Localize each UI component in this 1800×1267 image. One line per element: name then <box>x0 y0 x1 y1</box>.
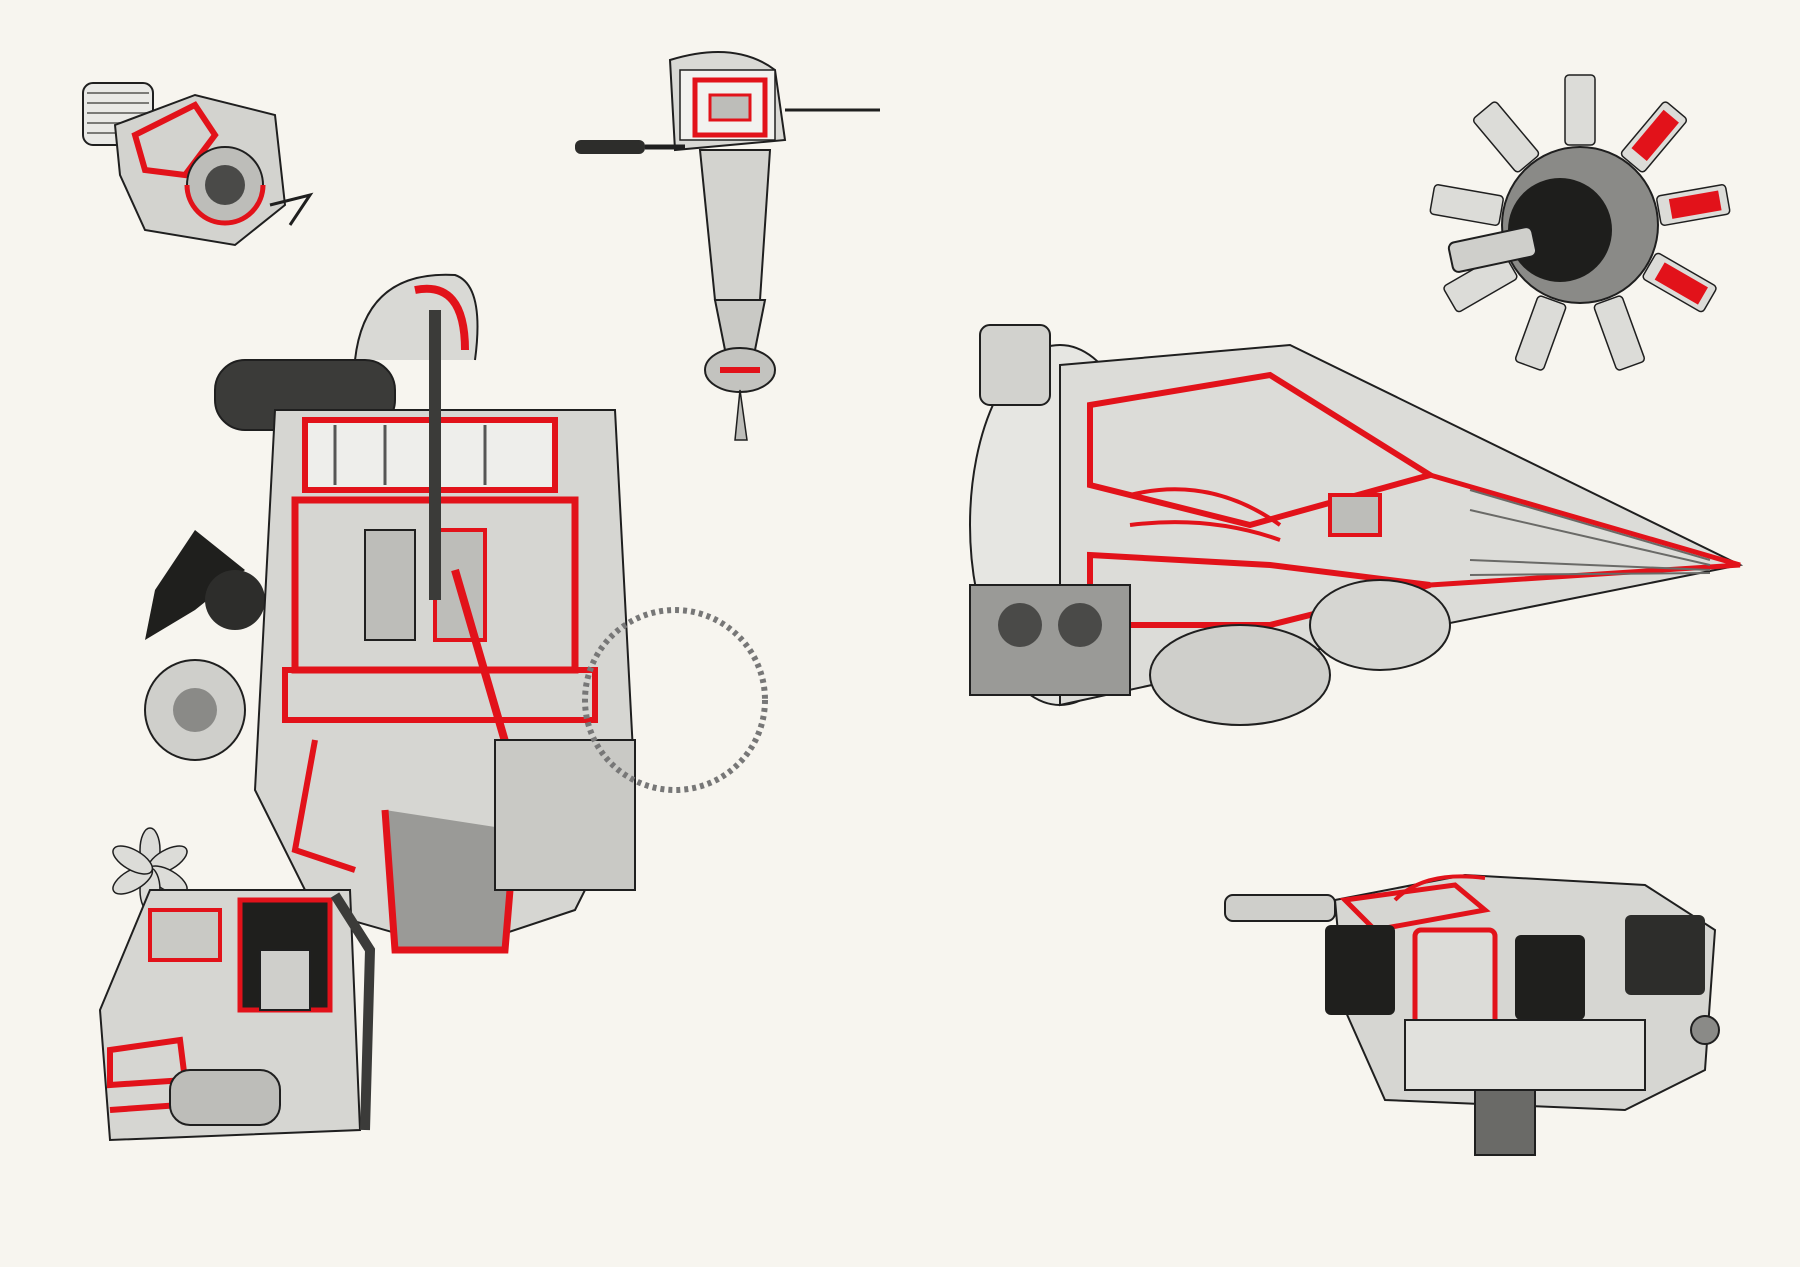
stationary-engine-cutaway-icon <box>90 827 376 1155</box>
radial-aircraft-engine-cutaway-icon <box>1429 74 1731 375</box>
inline-car-engine-cutaway-icon <box>135 270 768 970</box>
outboard-motor-cutaway-icon <box>575 40 885 441</box>
flat-aircraft-engine-cutaway-icon <box>1224 870 1730 1160</box>
motorcycle-engine-cutaway-icon <box>75 55 314 270</box>
turbojet-engine-cutaway-icon <box>950 324 1745 795</box>
